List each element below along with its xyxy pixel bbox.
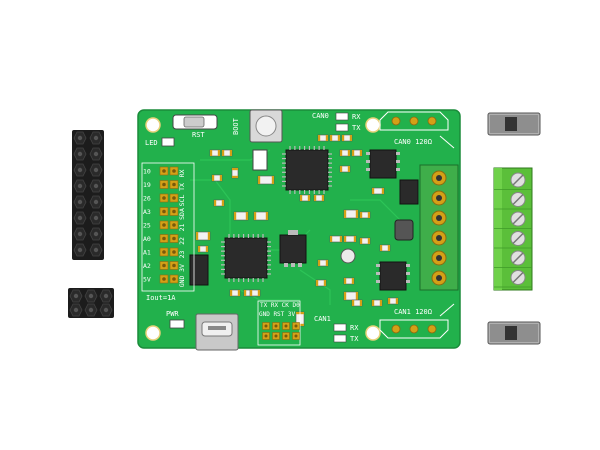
svg-text:SDA: SDA — [178, 208, 186, 220]
crystal — [252, 149, 268, 171]
svg-text:3V: 3V — [178, 264, 186, 272]
gpio-right-pin-label: RX — [178, 170, 186, 178]
gpio-right-pin-label: SCL — [178, 195, 186, 207]
regulator-chip — [279, 230, 307, 267]
mcu-chip-main — [221, 234, 271, 282]
can-transceiver-top — [366, 149, 400, 179]
can1-termination-jumper: CAN1 120Ω — [379, 303, 455, 339]
pin-header-2x8 — [72, 130, 104, 260]
gpio-right-pin-label: 21 — [178, 224, 186, 232]
svg-text:RX: RX — [178, 170, 186, 178]
slide-switch-top — [487, 112, 541, 136]
pwr-label: PWR — [166, 310, 179, 318]
uart-header-bottom-label: GND RST 3V — [259, 311, 296, 318]
gpio-right-pin-label: 23 — [178, 251, 186, 259]
led-label: LED — [145, 139, 158, 147]
gpio-left-pin-label: A3 — [143, 208, 151, 216]
gpio-left-pin-label: 26 — [143, 195, 151, 203]
pcb-board: RST BOOT LED CAN0 RX TX CAN0 120Ω CAN1 R… — [137, 109, 461, 351]
gpio-left-pin-label: 25 — [143, 222, 151, 230]
svg-text:GND: GND — [178, 276, 186, 288]
svg-text:TX: TX — [178, 183, 186, 191]
slide-switch-bottom — [487, 321, 541, 345]
can1-label: CAN1 — [314, 315, 331, 323]
can-transceiver-bottom — [376, 261, 410, 291]
gpio-left-pin-label: A1 — [143, 249, 151, 257]
mcu-chip-top — [282, 146, 332, 194]
svg-text:22: 22 — [178, 237, 186, 245]
gpio-right-pin-label: SDA — [178, 208, 186, 220]
screw-terminal-block — [493, 167, 533, 291]
uart-header: TX RX CK D0 GND RST 3V — [257, 300, 301, 346]
gpio-left-pin-label: 19 — [143, 181, 151, 189]
can1-term-label: CAN1 120Ω — [394, 308, 432, 316]
svg-text:21: 21 — [178, 224, 186, 232]
rx-label-bottom: RX — [350, 324, 359, 332]
tx-label-bottom: TX — [350, 335, 359, 343]
boot-label: BOOT — [232, 117, 240, 135]
inductor — [394, 219, 414, 241]
gpio-left-pin-label: 10 — [143, 168, 151, 176]
gpio-right-pin-label: TX — [178, 183, 186, 191]
can0-term-label: CAN0 120Ω — [394, 138, 432, 146]
tx-label-top: TX — [352, 124, 361, 132]
capacitor-round — [340, 248, 356, 264]
diode-left — [189, 254, 209, 286]
gpio-left-pin-label: 5V — [143, 276, 151, 284]
can0-label: CAN0 — [312, 112, 329, 120]
gpio-right-pin-label: 22 — [178, 237, 186, 245]
iout-label: Iout=1A — [146, 294, 176, 302]
svg-text:23: 23 — [178, 251, 186, 259]
rx-label-top: RX — [352, 113, 361, 121]
uart-header-top-label: TX RX CK D0 — [260, 302, 300, 309]
terminal-footprint — [419, 164, 459, 291]
rst-label: RST — [192, 131, 205, 139]
diode-right — [399, 179, 419, 205]
pin-header-2x3 — [68, 288, 114, 318]
micro-usb-port — [195, 313, 239, 351]
gpio-right-pin-label: GND — [178, 276, 186, 288]
gpio-left-pin-label: A0 — [143, 235, 151, 243]
svg-text:SCL: SCL — [178, 195, 186, 207]
gpio-left-pin-label: A2 — [143, 262, 151, 270]
can0-termination-jumper: CAN0 120Ω — [379, 111, 455, 149]
gpio-right-pin-label: 3V — [178, 264, 186, 272]
